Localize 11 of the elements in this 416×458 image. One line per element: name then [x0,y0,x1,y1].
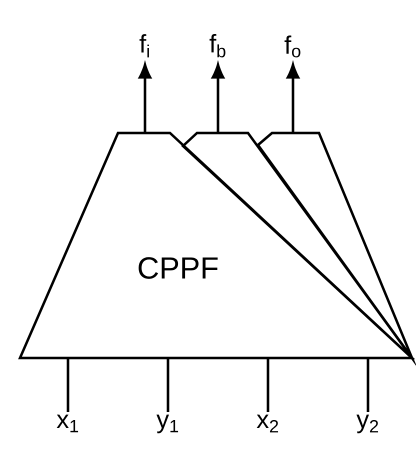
input-label: y$_{1}$ [156,414,178,434]
input-label: x$_{2}$ [256,414,278,432]
input-line [366,358,370,412]
output-label: f$_{o}$ [284,35,300,58]
input-line [66,358,70,412]
input-line [266,358,270,412]
output-label: f$_{i}$ [140,34,149,58]
input-line [166,358,170,412]
input-label: x$_{1}$ [56,414,78,432]
output-label: f$_{b}$ [210,34,226,58]
input-label: y$_{2}$ [356,414,378,434]
